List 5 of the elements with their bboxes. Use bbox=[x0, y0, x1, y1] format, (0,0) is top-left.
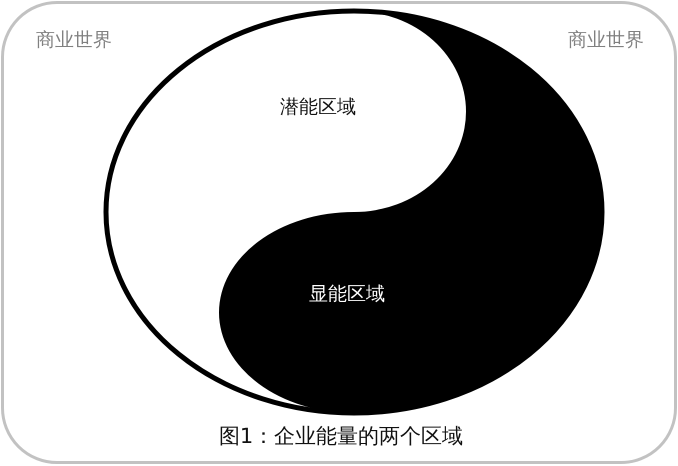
caption: 图1：企业能量的两个区域 bbox=[218, 424, 464, 448]
region-label: 潜能区域 bbox=[280, 97, 356, 119]
corner-label: 商业世界 bbox=[568, 30, 644, 52]
region-label: 显能区域 bbox=[309, 284, 385, 306]
corner-label: 商业世界 bbox=[36, 30, 112, 52]
